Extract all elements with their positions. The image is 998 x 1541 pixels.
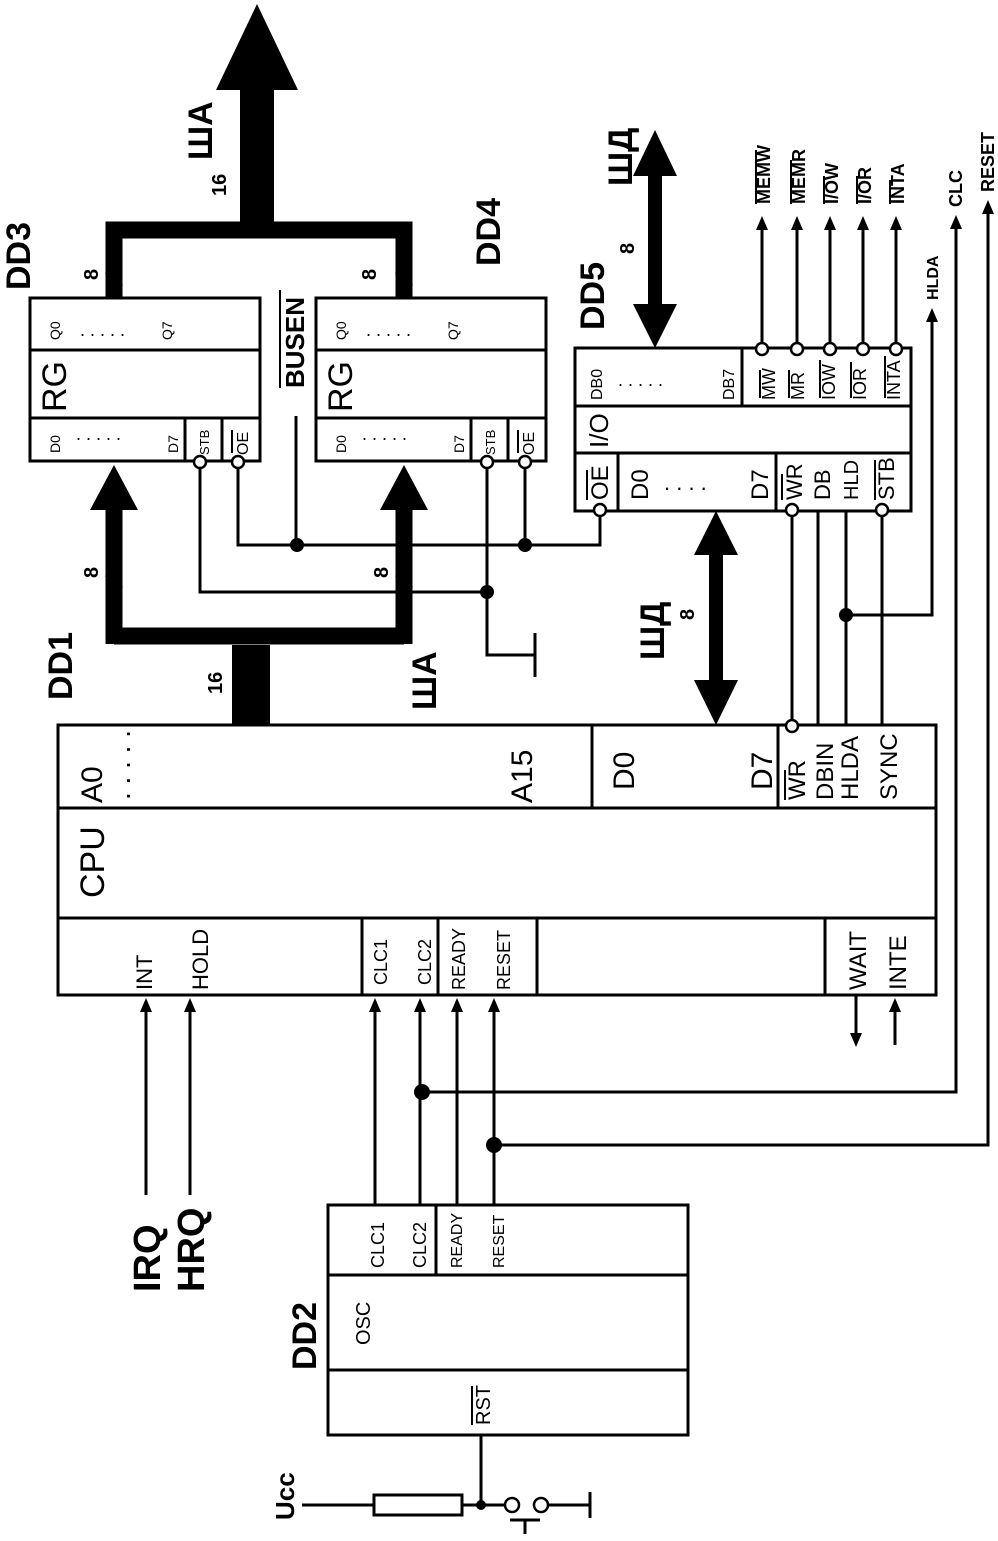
address-bus-label-bottom: ША	[406, 651, 444, 710]
cpu-pin-inte: INTE	[885, 935, 912, 990]
control-wiring	[140, 200, 994, 1534]
dd5-d-dots: . . . .	[664, 470, 707, 495]
address-bus-width-bottom: 16	[205, 672, 227, 694]
dd4-pin-oe: OE	[521, 432, 538, 455]
dd5-pin-ior: IOR	[850, 368, 870, 400]
cpu-pin-int: INT	[132, 955, 157, 990]
dd4-pin-d0: D0	[333, 435, 349, 453]
address-bus-width-top: 16	[209, 174, 231, 196]
cpu-pin-ready: READY	[449, 928, 469, 990]
signal-memr: MEMR	[789, 149, 809, 204]
dd3-pin-d7: D7	[165, 435, 181, 453]
osc-label: OSC	[353, 1302, 375, 1345]
dd3-pin-oe: OE	[235, 432, 252, 455]
dd5-pin-stb: STB	[874, 457, 899, 500]
cpu-pin-d0: D0	[608, 752, 641, 790]
dd4-q-dots: . . . . .	[366, 320, 411, 340]
dd5-pin-mr: MR	[788, 372, 808, 400]
dd3-pin-q0: Q0	[47, 321, 63, 340]
cpu-address-dots: . . . . .	[105, 730, 136, 800]
dd4-pin-stb: STB	[483, 430, 498, 455]
dd5-pin-iow: IOW	[819, 364, 839, 400]
dd4-pin-q0: Q0	[333, 321, 349, 340]
cpu-pin-wait: WAIT	[845, 931, 872, 990]
register-dd3	[28, 296, 262, 463]
dd5-pin-db7: DB7	[721, 369, 738, 400]
address-bus-width-dd4-in: 8	[371, 567, 393, 578]
data-bus	[633, 130, 738, 725]
cpu-label: CPU	[74, 826, 112, 898]
address-bus-width-dd3-in: 8	[81, 567, 103, 578]
address-bus-width-dd4-out: 8	[359, 269, 381, 280]
address-bus	[90, 4, 428, 725]
dd1-ref: DD1	[42, 632, 80, 700]
osc-pin-rst: RST	[473, 1385, 495, 1425]
dd3-q-dots: . . . . .	[80, 320, 125, 340]
dd5-ref: DD5	[574, 262, 612, 330]
data-bus-label-top: ШД	[602, 128, 640, 186]
signal-hlda: HLDA	[925, 255, 942, 300]
signal-reset: RESET	[978, 132, 998, 192]
address-bus-label-top: ША	[182, 101, 220, 160]
irq-label: IRQ	[127, 1224, 169, 1292]
busen-label: BUSEN	[280, 297, 310, 388]
signal-iow: I/OW	[822, 163, 842, 204]
dd5-pin-oe: OE	[587, 465, 614, 500]
dd5-io-label: I/O	[584, 413, 614, 448]
signal-memw: MEMW	[754, 145, 774, 204]
cpu-pin-hold: HOLD	[188, 929, 213, 990]
osc-chip	[326, 1203, 690, 1437]
cpu-pin-reset: RESET	[494, 930, 514, 990]
osc-pin-reset: RESET	[491, 1214, 508, 1268]
ucc-label: Ucc	[270, 1472, 300, 1520]
address-bus-width-dd3-out: 8	[81, 269, 103, 280]
dd5-pin-inta: INTA	[884, 360, 904, 400]
cpu-pin-a15: A15	[506, 750, 539, 803]
osc-pin-ready: READY	[449, 1213, 466, 1268]
dd4-d-dots: . . . . .	[362, 424, 407, 444]
dd2-ref: DD2	[286, 1302, 324, 1370]
cpu-pin-d7: D7	[746, 752, 779, 790]
io-controller-dd5	[573, 346, 913, 513]
data-bus-width-top: 8	[617, 243, 639, 254]
dd3-pin-d0: D0	[47, 435, 63, 453]
cpu-pin-clc1: CLC1	[371, 939, 391, 985]
cpu-pin-dbin: DBIN	[812, 743, 839, 800]
dd4-pin-d7: D7	[451, 435, 467, 453]
dd5-pin-d7: D7	[747, 469, 774, 500]
dd5-pin-db: DB	[810, 469, 835, 500]
cpu-pin-a0: A0	[76, 766, 109, 803]
dd5-db-dots: . . . . .	[618, 370, 663, 390]
dd5-pin-d0: D0	[627, 469, 654, 500]
dd5-pin-hld: HLD	[841, 460, 863, 500]
signal-ior: I/OR	[855, 167, 875, 204]
data-bus-width-bottom: 8	[677, 609, 699, 620]
dd4-rg-label: RG	[322, 361, 360, 412]
dd5-pin-mw: MW	[759, 368, 779, 400]
dd3-pin-q7: Q7	[159, 321, 175, 340]
dd5-pin-wr: WR	[782, 463, 807, 500]
cpu-pin-sync: SYNC	[876, 733, 903, 800]
data-bus-label-bottom: ШД	[634, 602, 672, 660]
cpu-pin-clc2: CLC2	[415, 939, 435, 985]
osc-pin-clc1: CLC1	[368, 1222, 388, 1268]
dd3-d-dots: . . . . .	[76, 424, 121, 444]
signal-clc: CLC	[946, 170, 966, 207]
cpu-pin-wr: WR	[784, 760, 811, 800]
osc-pin-clc2: CLC2	[410, 1222, 430, 1268]
dd5-pin-db0: DB0	[589, 369, 606, 400]
dd4-ref: DD4	[470, 198, 508, 266]
cpu-chip	[56, 723, 938, 997]
signal-inta: INTA	[888, 163, 908, 204]
register-dd4	[314, 296, 548, 463]
dd3-ref: DD3	[0, 222, 38, 290]
dd3-rg-label: RG	[36, 361, 74, 412]
dd4-pin-q7: Q7	[445, 321, 461, 340]
cpu-pin-hlda: HLDA	[837, 736, 864, 800]
dd3-pin-stb: STB	[197, 430, 212, 455]
hrq-label: HRQ	[171, 1208, 213, 1292]
